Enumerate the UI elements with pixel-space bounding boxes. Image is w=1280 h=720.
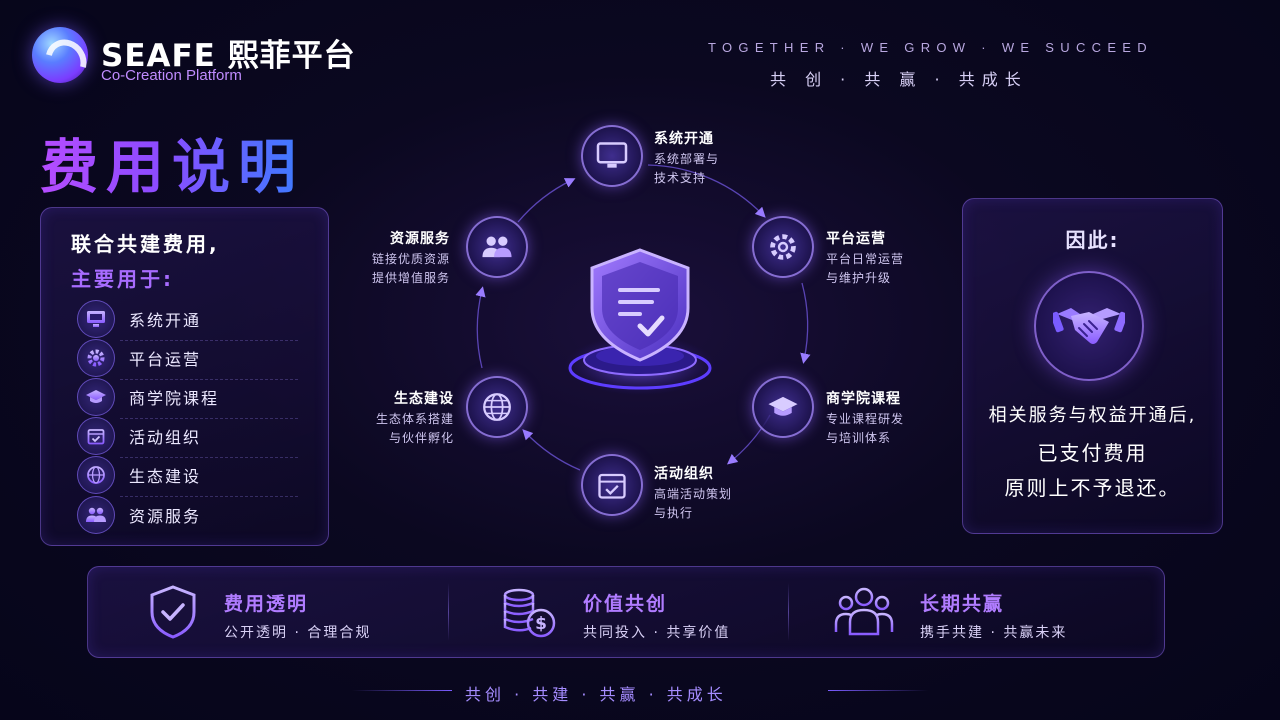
refund-text-line: 已支付费用 <box>1037 441 1148 465</box>
node-desc: 与维护升级 <box>826 271 892 285</box>
center-shield-icon <box>565 248 715 395</box>
node-desc: 系统部署与 <box>654 152 720 166</box>
footer-line-left <box>352 690 452 691</box>
footer-line-right <box>828 690 928 691</box>
divider <box>788 583 789 641</box>
node-title: 资源服务 <box>390 231 450 247</box>
usage-panel-subtitle: 主要用于: <box>71 267 174 291</box>
handshake-icon <box>1034 271 1144 381</box>
node-desc: 平台日常运营 <box>826 252 905 266</box>
node-title: 生态建设 <box>394 391 454 407</box>
users-icon <box>77 496 115 534</box>
cycle-ring <box>475 164 811 471</box>
divider <box>120 340 298 341</box>
divider <box>120 496 298 497</box>
value-title: 长期共赢 <box>920 593 1005 615</box>
gear-icon <box>770 234 796 260</box>
refund-text-line: 原则上不予退还。 <box>1004 476 1181 500</box>
tagline-english: TOGETHER · WE GROW · WE SUCCEED <box>708 40 1153 55</box>
divider <box>120 457 298 458</box>
usage-item-academy: 商学院课程 <box>77 378 297 416</box>
users-icon <box>482 236 512 258</box>
monitor-icon <box>596 142 628 168</box>
node-ecosystem <box>466 376 528 438</box>
node-operations <box>752 216 814 278</box>
node-title: 商学院课程 <box>826 391 901 407</box>
shield-check-icon <box>150 585 196 639</box>
brand-logo-icon <box>32 27 88 83</box>
coins-icon: $ <box>503 588 556 638</box>
group-icon <box>834 587 894 636</box>
refund-panel-title: 因此: <box>1065 228 1120 252</box>
tagline-chinese: 共 创 · 共 赢 · 共成长 <box>770 70 1028 89</box>
brand-name: SEAFE 熙菲平台 <box>101 38 356 74</box>
globe-icon <box>483 393 511 421</box>
page-title: 费用说明 <box>40 120 304 204</box>
usage-item-label: 活动组织 <box>129 428 202 447</box>
usage-item-label: 系统开通 <box>129 311 202 330</box>
graduation-cap-icon <box>77 378 115 416</box>
calendar-check-icon <box>598 473 626 499</box>
usage-item-label: 资源服务 <box>129 507 202 526</box>
monitor-icon <box>77 300 115 338</box>
node-system <box>581 125 643 187</box>
usage-item-label: 平台运营 <box>129 350 202 369</box>
usage-item-ecosystem: 生态建设 <box>77 456 297 494</box>
node-desc: 链接优质资源 <box>371 252 450 266</box>
node-desc: 专业课程研发 <box>826 412 905 426</box>
node-desc: 技术支持 <box>654 171 707 185</box>
refund-text-line: 相关服务与权益开通后, <box>988 405 1197 426</box>
divider <box>448 583 449 641</box>
graduation-cap-icon <box>768 396 798 416</box>
value-subtitle: 共同投入 · 共享价值 <box>583 625 731 641</box>
value-title: 价值共创 <box>583 593 668 615</box>
value-subtitle: 公开透明 · 合理合规 <box>224 625 372 641</box>
svg-text:$: $ <box>535 614 547 634</box>
usage-item-system: 系统开通 <box>77 300 297 338</box>
value-title: 费用透明 <box>224 593 309 615</box>
calendar-check-icon <box>77 417 115 455</box>
gear-icon <box>77 339 115 377</box>
usage-item-resources: 资源服务 <box>77 496 297 534</box>
usage-item-events: 活动组织 <box>77 417 297 455</box>
node-desc: 提供增值服务 <box>371 271 450 285</box>
divider <box>120 379 298 380</box>
node-resources <box>466 216 528 278</box>
usage-item-label: 生态建设 <box>129 467 202 486</box>
node-desc: 高端活动策划 <box>654 487 733 501</box>
node-desc: 生态体系搭建 <box>375 412 454 426</box>
node-title: 系统开通 <box>654 131 714 147</box>
values-panel <box>87 566 1165 658</box>
value-subtitle: 携手共建 · 共赢未来 <box>920 625 1068 641</box>
usage-panel-title: 联合共建费用, <box>71 232 220 256</box>
globe-icon <box>77 456 115 494</box>
node-title: 平台运营 <box>826 231 886 247</box>
footer-slogan: 共创 · 共建 · 共赢 · 共成长 <box>465 685 727 704</box>
node-academy <box>752 376 814 438</box>
node-title: 活动组织 <box>654 466 714 482</box>
brand-subtitle: Co-Creation Platform <box>101 67 242 84</box>
usage-item-label: 商学院课程 <box>129 389 220 408</box>
node-events <box>581 454 643 516</box>
node-desc: 与执行 <box>654 506 694 520</box>
divider <box>120 418 298 419</box>
node-desc: 与伙伴孵化 <box>388 431 454 445</box>
node-desc: 与培训体系 <box>826 431 892 445</box>
usage-item-operations: 平台运营 <box>77 339 297 377</box>
